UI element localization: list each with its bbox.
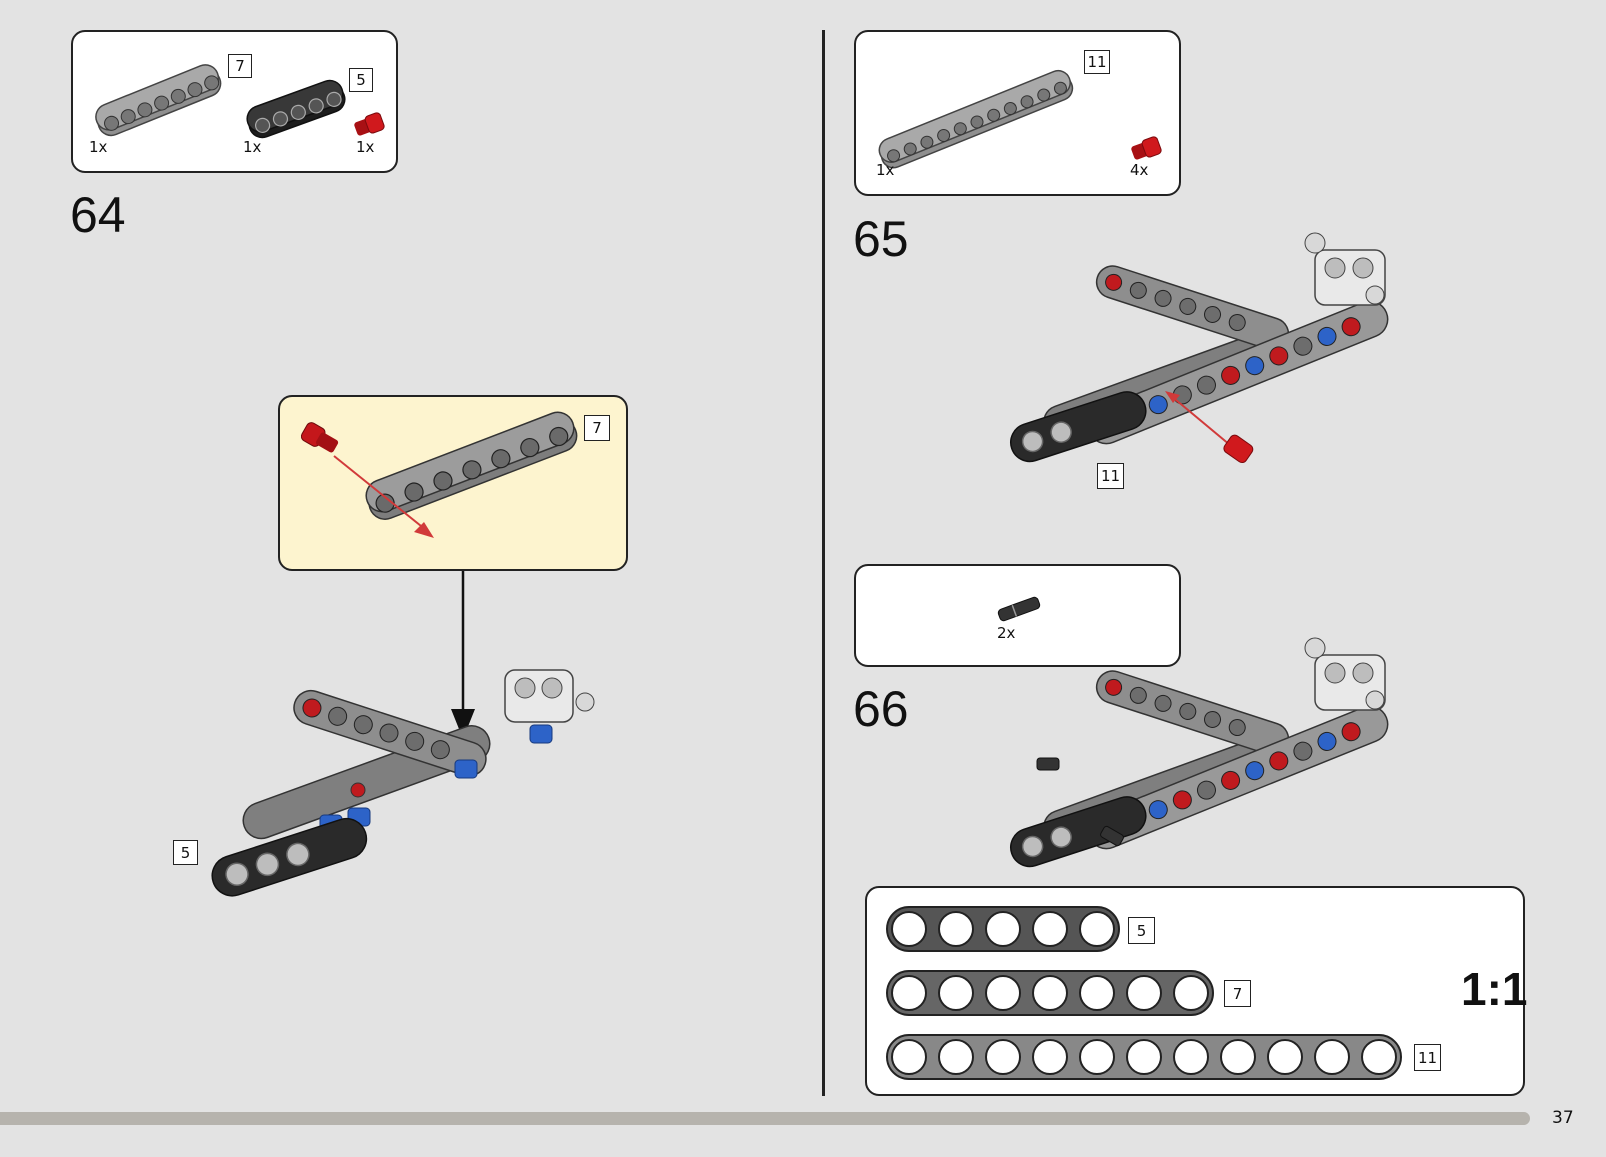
length-box-11: 11: [1084, 50, 1110, 74]
qty-label: 1x: [243, 138, 262, 156]
step-number-64: 64: [70, 187, 126, 243]
length-box-11: 11: [1097, 463, 1124, 489]
qty-label: 4x: [1130, 161, 1149, 179]
ruler-beam-5: [886, 906, 1120, 952]
ruler-length-7: 7: [1224, 980, 1251, 1007]
length-box-7: 7: [228, 54, 252, 78]
callout-red-pin: [300, 422, 339, 453]
assembly-step-66: [1010, 637, 1389, 868]
footer-bar: [0, 1112, 1530, 1125]
length-box-7: 7: [584, 415, 610, 441]
ruler-beam-11: [886, 1034, 1402, 1080]
part-black-beam-5: [246, 79, 346, 139]
part-red-pin: [354, 112, 385, 136]
page-divider: [822, 30, 825, 1096]
assembly-step-65: [1010, 232, 1389, 464]
step-number-66: 66: [853, 681, 909, 737]
callout-beam-7: [365, 411, 578, 520]
part-gray-beam-7: [95, 64, 222, 137]
qty-label: 2x: [997, 624, 1016, 642]
qty-label: 1x: [876, 161, 895, 179]
part-red-pin: [1131, 136, 1162, 160]
qty-label: 1x: [356, 138, 375, 156]
parts-list-step-65: 11 1x 4x: [854, 30, 1181, 196]
part-gray-beam-11: [878, 69, 1074, 169]
place-arrow-icon: [451, 571, 475, 739]
step-number-65: 65: [853, 211, 909, 267]
ruler-length-5: 5: [1128, 917, 1155, 944]
part-black-axle-pin: [997, 596, 1041, 622]
qty-label: 1x: [89, 138, 108, 156]
ruler-length-11: 11: [1414, 1044, 1441, 1071]
insert-arrow-icon: [333, 455, 434, 538]
sub-assembly-callout: 7: [278, 395, 628, 571]
beam-ruler: 5 7 11 1:1: [865, 886, 1528, 1096]
parts-list-step-66: 2x: [854, 564, 1181, 667]
page-number: 37: [1552, 1108, 1574, 1128]
length-box-5: 5: [349, 68, 373, 92]
length-box-5: 5: [173, 840, 198, 865]
parts-list-step-64: 7 1x 5 1x 1x: [71, 30, 398, 173]
assembly-step-64: [211, 669, 595, 897]
scale-label: 1:1: [1461, 963, 1528, 1015]
ruler-beam-7: [886, 970, 1214, 1016]
